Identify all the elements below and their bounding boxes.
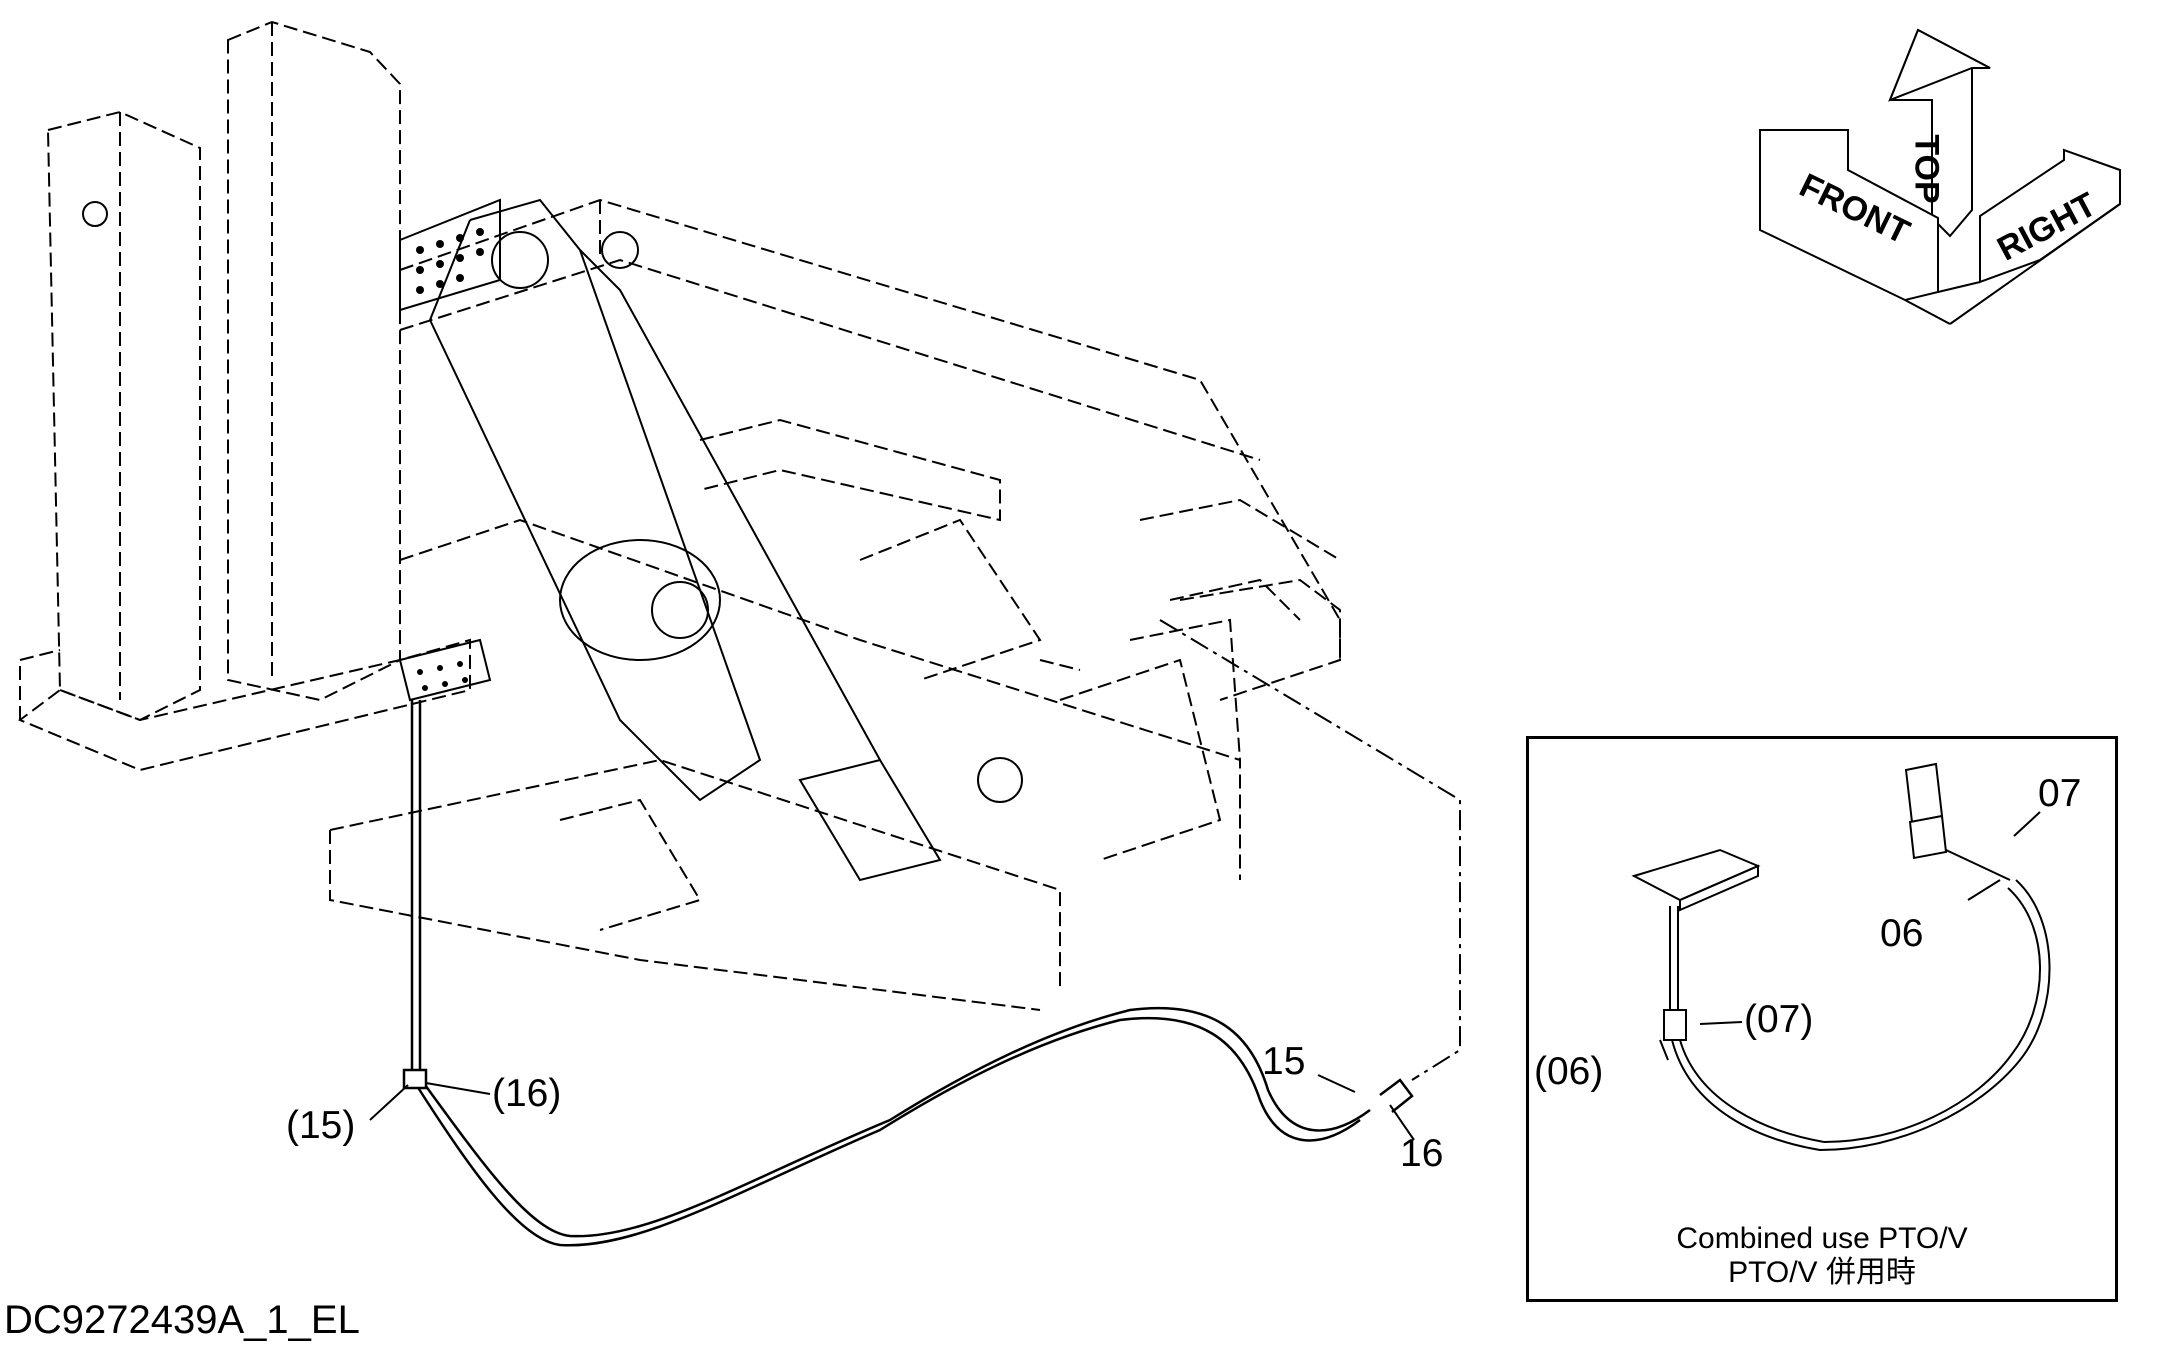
inset-callout-07: 07 <box>2038 772 2082 815</box>
callout-15: 15 <box>1262 1040 1306 1083</box>
callout-15-ref: (15) <box>286 1104 356 1147</box>
callout-16-ref: (16) <box>492 1072 562 1115</box>
callout-16: 16 <box>1400 1132 1444 1175</box>
inset-panel <box>1526 736 2118 1302</box>
callout-leader <box>369 1074 1415 1141</box>
upright-frame <box>18 20 471 772</box>
orientation-indicator <box>1759 28 2121 325</box>
eye-bolt-icon <box>82 201 108 227</box>
document-id: DC9272439A_1_EL <box>4 1298 360 1342</box>
perforated-plate <box>398 198 501 702</box>
inset-callout-07-ref: (07) <box>1744 998 1814 1041</box>
hydraulic-hose <box>402 700 1414 1247</box>
inset-drawing <box>1631 762 2051 1152</box>
inset-caption-en: Combined use PTO/V <box>1676 1222 1968 1255</box>
boom-arm <box>429 198 1023 882</box>
inset-callout-06-ref: (06) <box>1534 1050 1604 1093</box>
dashdot-leader <box>1159 619 1461 1081</box>
upper-chassis <box>329 198 1341 1011</box>
orientation-top-label: TOP <box>1907 134 1946 204</box>
inset-callout-06: 06 <box>1880 912 1924 955</box>
inset-caption-jp: PTO/V 併用時 <box>1728 1256 1916 1289</box>
lower-rail <box>1039 578 1341 761</box>
